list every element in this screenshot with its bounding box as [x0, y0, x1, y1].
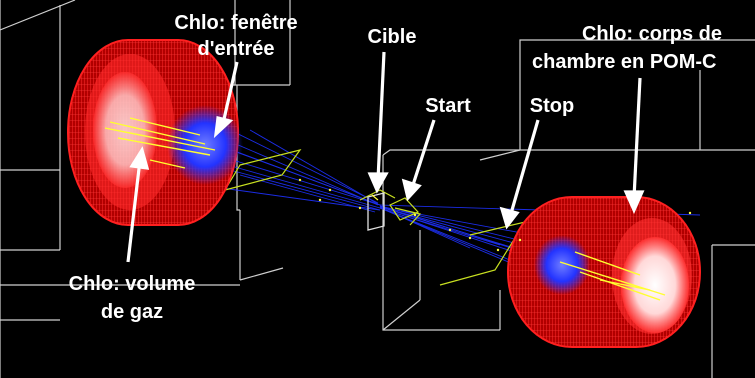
stop-arrow — [499, 119, 540, 230]
stop-label: Stop — [530, 95, 574, 117]
left-detector — [67, 39, 243, 226]
annotation-labels: Chlo: fenêtre d'entrée Cible Start Stop … — [69, 12, 722, 323]
target — [367, 192, 385, 231]
start-arrow — [401, 119, 436, 202]
chamber-body-arrow — [623, 77, 645, 214]
entry-window-arrow — [213, 61, 239, 139]
start-detector — [389, 197, 420, 221]
gas-volume-label-line2: de gaz — [101, 301, 163, 323]
annotation-arrows — [126, 51, 645, 263]
entry-window-label-line1: Chlo: fenêtre — [174, 12, 297, 34]
gas-volume-label-line1: Chlo: volume — [69, 273, 196, 295]
gas-volume-arrow — [126, 146, 150, 263]
entry-window-label-line2: d'entrée — [197, 38, 274, 60]
chamber-body-label-line1: Chlo: corps de — [582, 23, 722, 45]
chamber-body-label-line2: chambre en POM-C — [532, 51, 716, 73]
start-label: Start — [425, 95, 471, 117]
hit-points — [298, 178, 692, 252]
target-label: Cible — [368, 26, 417, 48]
target-arrow — [367, 51, 389, 194]
right-detector — [507, 196, 701, 348]
tracker-frames — [223, 149, 527, 286]
